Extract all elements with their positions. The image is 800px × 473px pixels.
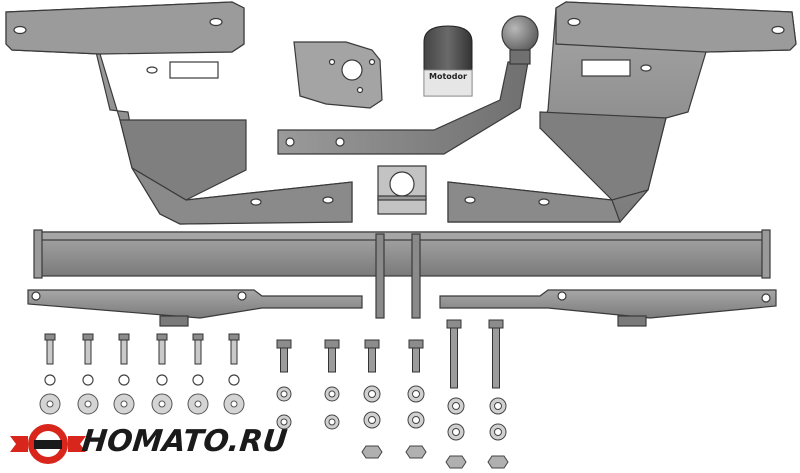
long-bolt — [446, 319, 462, 389]
medium-bolt — [408, 339, 424, 373]
main-cross-beam — [33, 229, 771, 319]
tow-ball-neck — [277, 15, 539, 155]
medium-bolt — [364, 339, 380, 373]
medium-bolts-set — [276, 339, 424, 373]
small-bolt — [82, 333, 94, 365]
right-bumper-strap — [439, 289, 777, 327]
medium-bolt — [324, 339, 340, 373]
tow-ball-cap: Motodor — [423, 25, 473, 97]
medium-bolt — [276, 339, 292, 373]
small-spring-washers — [44, 374, 240, 386]
left-side-bracket — [5, 1, 353, 225]
small-bolt — [156, 333, 168, 365]
long-bolts-set — [446, 319, 504, 389]
long-bolt — [488, 319, 504, 389]
brand-logo-text: HOMATO.RU — [80, 424, 289, 459]
small-bolt — [44, 333, 56, 365]
small-flat-washers — [39, 393, 245, 415]
small-bolts-set — [44, 333, 240, 365]
right-side-bracket — [447, 1, 797, 223]
cap-label: Motodor — [429, 72, 467, 81]
small-bolt — [192, 333, 204, 365]
left-bumper-strap — [27, 289, 363, 327]
brand-logo-emblem — [10, 424, 86, 464]
small-socket-bracket — [377, 165, 427, 215]
small-bolt — [118, 333, 130, 365]
socket-mounting-plate — [293, 41, 383, 109]
medium-washers-and-nuts — [276, 385, 509, 469]
small-bolt — [228, 333, 240, 365]
